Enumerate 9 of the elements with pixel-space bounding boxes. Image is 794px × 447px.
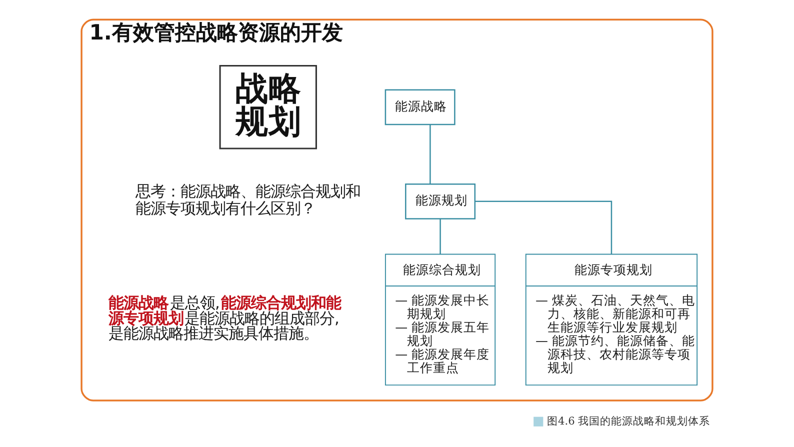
label: 能源战略是总领,能源综合规划和能源专项规划是能源战略的组成部分,是能源战略推进实施具体措施。 bbox=[108, 294, 341, 343]
node-box: 能源战略 bbox=[384, 89, 456, 126]
connector bbox=[474, 200, 612, 254]
node-box: 战略规划 bbox=[219, 65, 317, 150]
label: 思考：能源战略、能源综合规划和能源专项规划有什么区别？ bbox=[135, 182, 360, 218]
caption: 图4.6 我国的能源战略和规划体系 bbox=[547, 415, 710, 428]
connector bbox=[430, 124, 431, 184]
connector bbox=[440, 218, 441, 254]
node-box: 能源规划 bbox=[405, 183, 476, 220]
